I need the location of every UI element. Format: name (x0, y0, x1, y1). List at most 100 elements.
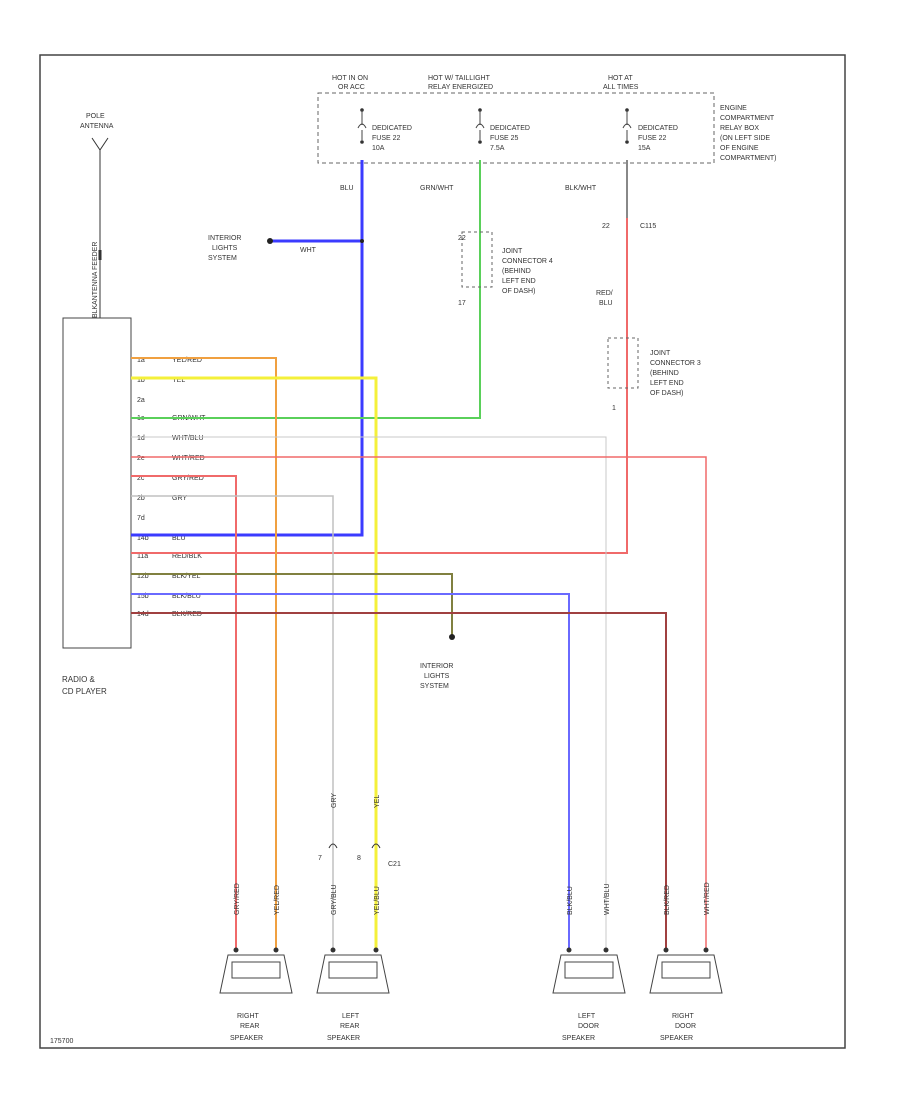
svg-text:2b: 2b (137, 495, 145, 502)
wire-wht-red (131, 456, 707, 950)
svg-text:7.5A: 7.5A (490, 145, 505, 152)
svg-text:12b: 12b (137, 573, 149, 580)
svg-text:FUSE 22: FUSE 22 (372, 135, 401, 142)
svg-text:8: 8 (357, 855, 361, 862)
svg-text:C21: C21 (388, 861, 401, 868)
speaker-left-rear: LEFT REAR SPEAKER (316, 947, 390, 1042)
svg-text:14d: 14d (137, 611, 149, 618)
svg-text:10A: 10A (372, 145, 385, 152)
svg-text:GRY/RED: GRY/RED (172, 475, 204, 482)
fuse-column-2: HOT W/ TAILLIGHT RELAY ENERGIZED DEDICAT… (428, 75, 530, 152)
svg-text:INTERIOR: INTERIOR (420, 663, 453, 670)
svg-text:BLK/BLU: BLK/BLU (172, 593, 201, 600)
svg-text:SPEAKER: SPEAKER (230, 1035, 263, 1042)
wire-blk-red (131, 612, 667, 950)
svg-text:FUSE 22: FUSE 22 (638, 135, 667, 142)
joint-connector-3 (607, 337, 639, 389)
label-blu: BLU (340, 185, 354, 192)
svg-text:LEFT: LEFT (342, 1013, 360, 1020)
svg-text:LEFT: LEFT (578, 1013, 596, 1020)
svg-text:1: 1 (612, 405, 616, 412)
svg-text:YEL/RED: YEL/RED (274, 885, 281, 915)
svg-text:HOT AT: HOT AT (608, 75, 633, 82)
svg-text:(BEHIND: (BEHIND (502, 268, 531, 275)
svg-text:7: 7 (318, 855, 322, 862)
svg-text:LIGHTS: LIGHTS (212, 245, 238, 252)
interior-lights-top: INTERIOR LIGHTS SYSTEM (208, 235, 241, 262)
svg-text:CONNECTOR 3: CONNECTOR 3 (650, 360, 701, 367)
svg-text:GRY/RED: GRY/RED (234, 883, 241, 915)
svg-text:C115: C115 (640, 223, 656, 230)
wire-gry (131, 495, 334, 950)
svg-text:BLU: BLU (599, 300, 613, 307)
speaker-left-door: LEFT DOOR SPEAKER (552, 947, 626, 1042)
svg-text:ANTENNA: ANTENNA (80, 123, 114, 130)
svg-text:SYSTEM: SYSTEM (208, 255, 237, 262)
svg-text:OR ACC: OR ACC (338, 84, 365, 91)
svg-text:SPEAKER: SPEAKER (327, 1035, 360, 1042)
svg-text:BLK: BLK (92, 304, 99, 318)
relay-box-label: ENGINE COMPARTMENT RELAY BOX (ON LEFT SI… (720, 105, 777, 162)
joint-connector-3-label: JOINT CONNECTOR 3 (BEHIND LEFT END OF DA… (650, 350, 701, 397)
wire-grn-wht (131, 160, 481, 419)
svg-text:ALL TIMES: ALL TIMES (603, 84, 639, 91)
svg-text:POLE: POLE (86, 113, 105, 120)
svg-text:GRY/BLU: GRY/BLU (331, 884, 338, 915)
svg-text:ENGINE: ENGINE (720, 105, 747, 112)
wire-yel-red (131, 357, 277, 950)
svg-text:YEL: YEL (172, 377, 185, 384)
svg-text:OF DASH): OF DASH) (650, 390, 683, 397)
svg-text:RIGHT: RIGHT (237, 1013, 260, 1020)
svg-text:WHT/BLU: WHT/BLU (604, 884, 611, 916)
svg-text:YEL/BLU: YEL/BLU (374, 886, 381, 915)
svg-text:2e: 2e (137, 455, 145, 462)
svg-text:DEDICATED: DEDICATED (638, 125, 678, 132)
radio-label-1: RADIO & (62, 675, 96, 684)
connector-c21: 7 8 C21 GRY YEL (318, 793, 401, 868)
fuse-column-3: HOT AT ALL TIMES DEDICATED FUSE 22 15A (603, 75, 678, 152)
svg-text:BLK/RED: BLK/RED (172, 611, 202, 618)
relay-box-outline (317, 92, 715, 164)
svg-text:REAR: REAR (240, 1023, 259, 1030)
wire-blu (131, 160, 364, 537)
svg-text:REAR: REAR (340, 1023, 359, 1030)
radio-label-2: CD PLAYER (62, 687, 107, 696)
svg-text:2a: 2a (137, 397, 145, 404)
svg-text:BLK/BLU: BLK/BLU (567, 886, 574, 915)
label-grn-wht: GRN/WHT (420, 185, 454, 192)
svg-text:JOINT: JOINT (502, 248, 523, 255)
svg-text:RELAY ENERGIZED: RELAY ENERGIZED (428, 84, 493, 91)
label-blk-wht: BLK/WHT (565, 185, 597, 192)
svg-text:OF DASH): OF DASH) (502, 288, 535, 295)
svg-text:22: 22 (602, 223, 610, 230)
wire-gry-red (131, 475, 237, 950)
joint-connector-4-label: JOINT CONNECTOR 4 (BEHIND LEFT END OF DA… (502, 248, 553, 295)
svg-text:COMPARTMENT: COMPARTMENT (720, 115, 775, 122)
svg-text:15b: 15b (137, 593, 149, 600)
svg-text:RELAY BOX: RELAY BOX (720, 125, 759, 132)
radio-cd-player-box (62, 317, 132, 649)
wire-red-blu (131, 218, 628, 554)
svg-text:1a: 1a (137, 357, 145, 364)
speaker-right-door: RIGHT DOOR SPEAKER (649, 947, 723, 1042)
svg-text:DEDICATED: DEDICATED (490, 125, 530, 132)
svg-text:BLK/YEL: BLK/YEL (172, 573, 201, 580)
svg-text:17: 17 (458, 300, 466, 307)
wire-blk-yel (131, 573, 453, 637)
svg-text:LIGHTS: LIGHTS (424, 673, 450, 680)
svg-text:22: 22 (458, 235, 466, 242)
interior-lights-mid: INTERIOR LIGHTS SYSTEM (420, 663, 453, 690)
svg-text:BLK/RED: BLK/RED (664, 885, 671, 915)
svg-text:FUSE 25: FUSE 25 (490, 135, 519, 142)
svg-text:11a: 11a (137, 553, 148, 560)
svg-text:WHT/RED: WHT/RED (172, 455, 205, 462)
wire-wht-blu (131, 436, 607, 950)
svg-text:(ON LEFT SIDE: (ON LEFT SIDE (720, 135, 770, 142)
speaker-right-rear: RIGHT REAR SPEAKER (219, 947, 293, 1042)
svg-text:GRY: GRY (172, 495, 187, 502)
svg-text:1b: 1b (137, 377, 145, 384)
svg-text:14b: 14b (137, 535, 149, 542)
svg-text:ANTENNA FEEDER: ANTENNA FEEDER (92, 242, 99, 305)
